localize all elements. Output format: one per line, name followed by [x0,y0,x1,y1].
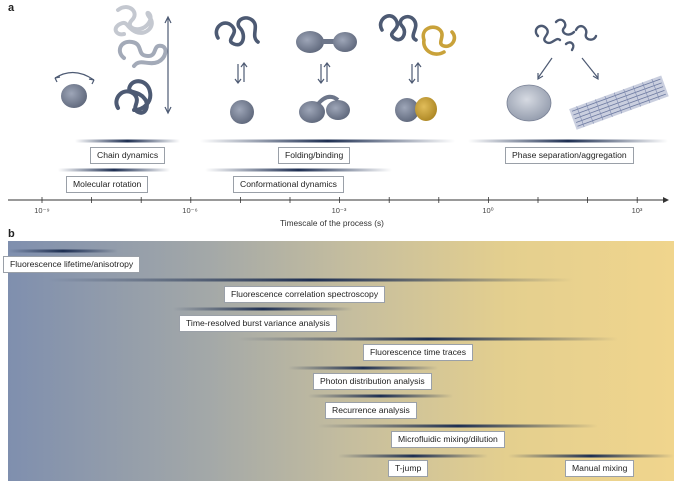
fcs-bar [48,278,573,282]
panel-b-letter: b [8,228,15,240]
tick-label-1e-3: 10⁻³ [331,206,347,215]
recurrence-bar [308,394,453,398]
folding-illustration [214,16,260,124]
t-jump-label: T-jump [388,460,429,477]
binding-illustration [378,14,457,122]
axis-title: Timescale of the process (s) [280,218,384,228]
folding-binding-label: Folding/binding [278,147,351,164]
fluorescence-lifetime-bar [8,249,118,253]
time-traces-bar [238,337,618,341]
molecular-rotation-bar [58,168,170,172]
manual-mixing-bar [508,454,674,458]
recurrence-label: Recurrence analysis [325,402,417,419]
methods-bars [8,249,674,458]
conformational-dynamics-label: Conformational dynamics [233,176,344,193]
panel-a-illustration [8,5,669,203]
manual-mixing-label: Manual mixing [565,460,635,477]
timescale-axis [8,197,669,203]
microfluidic-bar [318,424,598,428]
time-traces-label: Fluorescence time traces [363,344,473,361]
t-jump-bar [338,454,488,458]
tick-label-1e3: 10³ [631,206,643,215]
photon-distribution-label: Photon distribution analysis [313,373,432,390]
molecular-rotation-label: Molecular rotation [66,176,149,193]
conformational-dynamics-bar [205,168,392,172]
two-domain-illustration [296,31,357,123]
chain-dynamics-illustration [113,5,172,115]
burst-variance-bar [173,307,353,311]
burst-variance-label: Time-resolved burst variance analysis [179,315,337,332]
fluorescence-lifetime-label: Fluorescence lifetime/anisotropy [3,256,141,273]
microfluidic-label: Microfluidic mixing/dilution [391,431,505,448]
photon-distribution-bar [288,366,438,370]
chain-dynamics-bar [75,139,180,143]
tick-label-1e-9: 10⁻⁹ [34,206,50,215]
tick-label-1e0: 10⁰ [482,206,494,215]
panel-a-letter: a [8,2,15,14]
phase-separation-label: Phase separation/aggregation [505,147,634,164]
phase-separation-illustration [506,18,669,130]
folding-binding-bar [200,139,455,143]
phase-separation-bar [468,139,668,143]
rotating-globule-illustration [54,71,95,108]
fcs-label: Fluorescence correlation spectroscopy [224,286,386,303]
tick-label-1e-6: 10⁻⁶ [182,206,198,215]
methods-panel: Fluorescence lifetime/anisotropy Fluores… [3,241,674,481]
chain-dynamics-label: Chain dynamics [90,147,166,164]
